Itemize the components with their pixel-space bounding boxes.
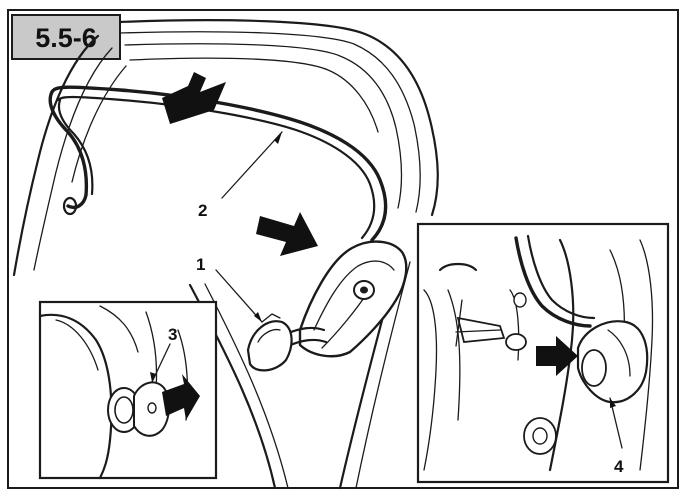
callout-4: 4 [614,457,624,476]
callout-3: 3 [168,325,177,344]
diagram-frame [7,9,679,489]
figure-label: 5.5-6 [11,14,121,60]
latch-housing [246,240,408,372]
inset-cable-connector [416,222,670,484]
inset-key-lock [38,300,218,480]
callout-1: 1 [196,255,205,274]
arrow-down-left-top [162,72,226,124]
arrow-down-right-middle [256,212,318,256]
callout-2: 2 [198,201,207,220]
figure-label-text: 5.5-6 [35,23,97,53]
callout-leaders [215,131,283,323]
release-cable [48,85,388,242]
